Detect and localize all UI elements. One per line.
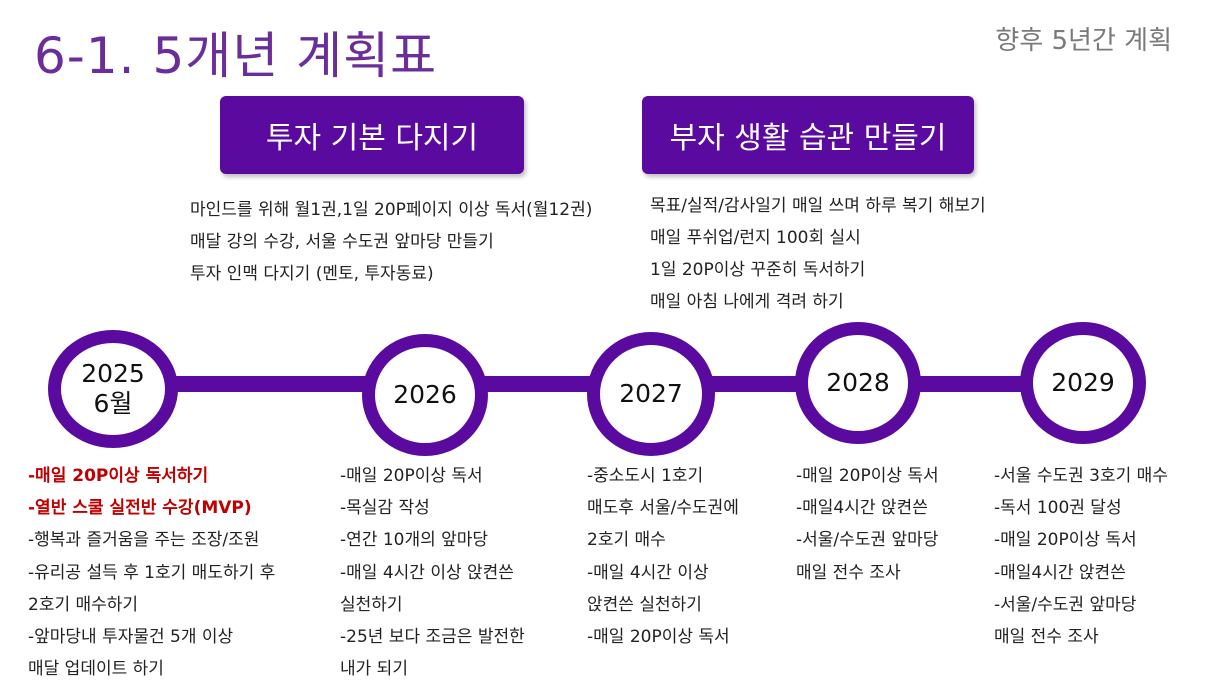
goal-item: 매달 강의 수강, 서울 수도권 앞마당 만들기 <box>190 232 494 252</box>
banner-wealthy-habits: 부자 생활 습관 만들기 <box>642 96 974 174</box>
plan-item: -25년 보다 조금은 발전한 <box>340 627 525 648</box>
plan-item: -매일4시간 앉켠쓴 <box>994 562 1126 583</box>
plan-item: -행복과 즐거움을 주는 조장/조원 <box>28 530 260 551</box>
plan-item: -매일 4시간 이상 앉켠쓴 <box>340 562 514 583</box>
plan-item: -앞마당내 투자물건 5개 이상 <box>28 627 234 648</box>
goal-item: 1일 20P이상 꾸준히 독서하기 <box>650 260 866 280</box>
year-label: 2025 <box>81 359 145 388</box>
plan-item: -서울 수도권 3호기 매수 <box>994 466 1168 486</box>
plan-item: 내가 되기 <box>340 659 408 680</box>
plan-item: -매일 20P이상 독서 <box>587 627 730 648</box>
goal-item: 마인드를 위해 월1권,1일 20P페이지 이상 독서(월12권) <box>190 200 593 220</box>
page-title: 6-1. 5개년 계획표 <box>34 27 438 85</box>
goal-item: 투자 인맥 다지기 (멘토, 투자동료) <box>190 264 434 284</box>
plan-list-2029: -서울 수도권 3호기 매수 -독서 100권 달성 -매일 20P이상 독서 … <box>994 460 1168 653</box>
plan-item: 매일 전수 조사 <box>994 627 1099 648</box>
goals-investment-basics: 마인드를 위해 월1권,1일 20P페이지 이상 독서(월12권) 매달 강의 … <box>190 194 592 290</box>
plan-item: -연간 10개의 앞마당 <box>340 530 489 551</box>
goal-item: 매일 푸쉬업/런지 100회 실시 <box>650 228 861 248</box>
plan-item: -중소도시 1호기 <box>587 466 704 486</box>
plan-item: -독서 100권 달성 <box>994 498 1122 519</box>
year-node-2025: 2025 6월 <box>48 330 178 448</box>
year-label: 2026 <box>393 380 457 409</box>
plan-list-2027: -중소도시 1호기 매도후 서울/수도권에 2호기 매수 -매일 4시간 이상 … <box>587 460 739 653</box>
year-label: 2028 <box>826 368 890 397</box>
plan-item: -서울/수도권 앞마당 <box>994 594 1137 615</box>
plan-item: 2호기 매수하기 <box>28 594 139 615</box>
banner-investment-basics: 투자 기본 다지기 <box>220 96 524 174</box>
year-label: 2027 <box>619 379 683 408</box>
plan-list-2026: -매일 20P이상 독서 -목실감 작성 -연간 10개의 앞마당 -매일 4시… <box>340 460 525 685</box>
plan-item: -매일 20P이상 독서 <box>340 466 483 486</box>
plan-item: -목실감 작성 <box>340 498 430 519</box>
page-subtitle: 향후 5년간 계획 <box>995 26 1172 56</box>
goals-wealthy-habits: 목표/실적/감사일기 매일 쓰며 하루 복기 해보기 매일 푸쉬업/런지 100… <box>650 190 986 318</box>
year-node-2029: 2029 <box>1020 322 1146 444</box>
plan-item: -매일 4시간 이상 <box>587 562 709 583</box>
plan-list-2028: -매일 20P이상 독서 -매일4시간 앉켠쓴 -서울/수도권 앞마당 매일 전… <box>796 460 939 589</box>
plan-item: -매일4시간 앉켠쓴 <box>796 498 928 519</box>
plan-item-highlight: -열반 스쿨 실전반 수강(MVP) <box>28 498 252 519</box>
plan-item: 매도후 서울/수도권에 <box>587 498 739 519</box>
plan-item: 2호기 매수 <box>587 530 666 551</box>
month-label: 6월 <box>93 389 133 418</box>
goal-item: 매일 아침 나에게 격려 하기 <box>650 292 844 312</box>
plan-item: -유리공 설득 후 1호기 매도하기 후 <box>28 562 276 583</box>
plan-item: -매일 20P이상 독서 <box>994 530 1137 551</box>
year-node-2027: 2027 <box>587 332 715 456</box>
year-label: 2029 <box>1051 368 1115 397</box>
year-node-2026: 2026 <box>362 334 488 456</box>
plan-item: -서울/수도권 앞마당 <box>796 530 939 551</box>
goal-item: 목표/실적/감사일기 매일 쓰며 하루 복기 해보기 <box>650 196 986 216</box>
plan-item: -매일 20P이상 독서 <box>796 466 939 486</box>
year-node-2028: 2028 <box>795 322 921 444</box>
plan-item: 매일 전수 조사 <box>796 562 901 583</box>
plan-item: 앉켠쓴 실천하기 <box>587 594 702 615</box>
timeline: 2025 6월 2026 2027 2028 2029 <box>0 320 1216 460</box>
plan-item-highlight: -매일 20P이상 독서하기 <box>28 466 209 486</box>
plan-item: 실천하기 <box>340 594 403 615</box>
plan-list-2025: -매일 20P이상 독서하기 -열반 스쿨 실전반 수강(MVP) -행복과 즐… <box>28 460 275 685</box>
plan-item: 매달 업데이트 하기 <box>28 659 164 680</box>
